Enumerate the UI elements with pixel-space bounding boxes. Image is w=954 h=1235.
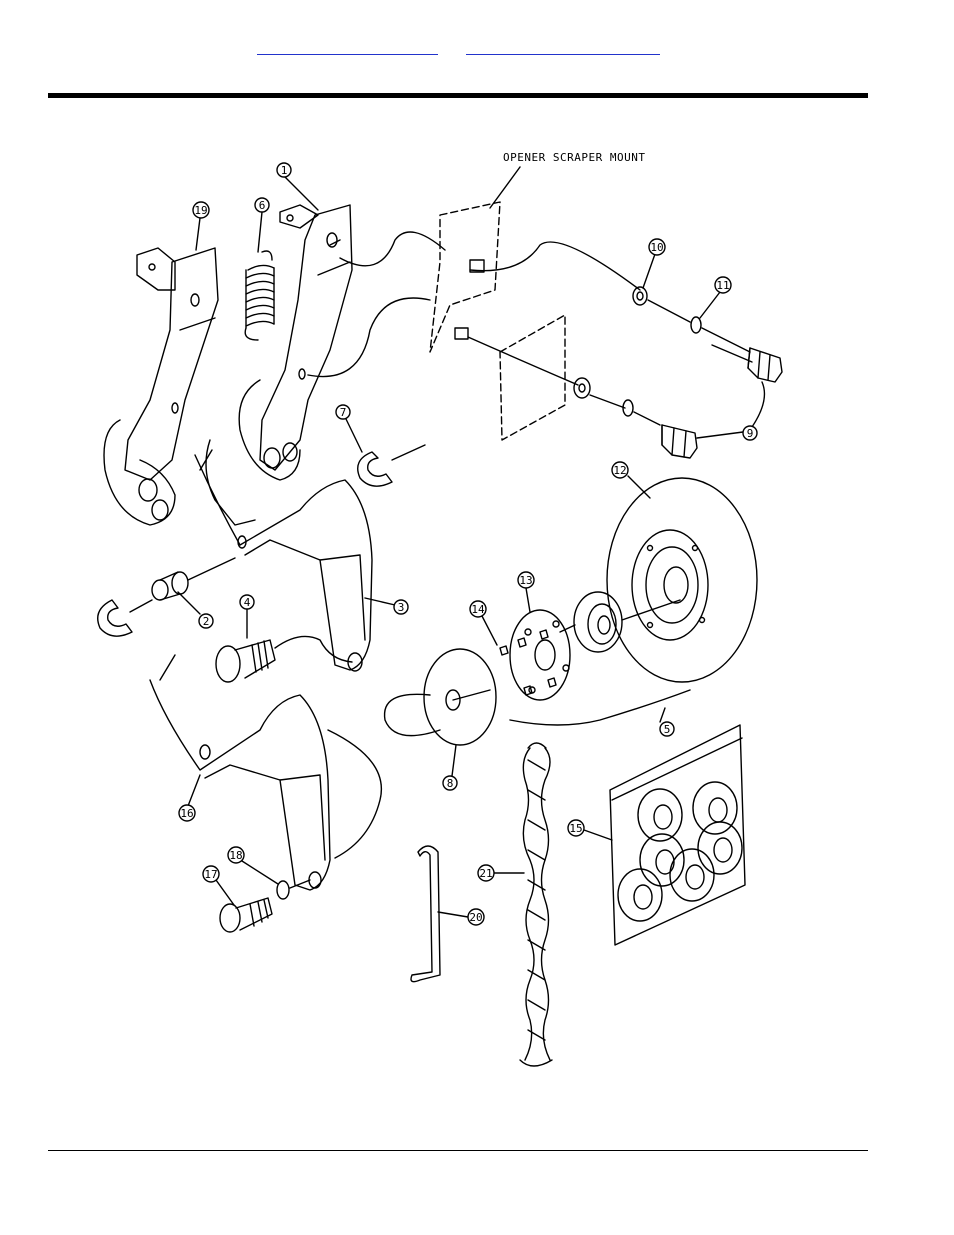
callout-19-label: 19	[194, 204, 207, 217]
part-16-scraper-blade	[150, 655, 381, 890]
part-8-plate	[385, 649, 496, 745]
part-10-washer-lower	[574, 378, 590, 398]
callout-15-label: 15	[569, 822, 582, 835]
scraper-mount-plates	[430, 202, 565, 440]
callout-21-label: 21	[479, 867, 492, 880]
callout-3-label: 3	[398, 601, 405, 614]
callout-2-label: 2	[203, 615, 210, 628]
part-13-hub	[510, 610, 570, 700]
callout-20-label: 20	[469, 911, 482, 924]
part-20-rod	[411, 846, 440, 982]
callout-18-label: 18	[229, 849, 242, 862]
footer-rule	[48, 1150, 868, 1151]
part-12-wheel	[607, 478, 757, 682]
callout-17-label: 17	[204, 868, 217, 881]
part-21-chain	[520, 743, 552, 1066]
callout-16-label: 16	[180, 807, 193, 820]
callout-7-label: 7	[340, 406, 347, 419]
callout-1-label: 1	[281, 164, 288, 177]
part-3-scraper-blade	[195, 450, 372, 671]
part-19-left-arm	[104, 248, 218, 525]
callout-10-label: 10	[650, 241, 663, 254]
part-6-spring	[245, 251, 274, 340]
callout-5-label: 5	[664, 723, 671, 736]
mount-label: OPENER SCRAPER MOUNT	[503, 151, 645, 164]
part-2-bushing	[152, 558, 235, 600]
callout-13-label: 13	[519, 574, 532, 587]
callout-4-label: 4	[244, 596, 251, 609]
callout-6-label: 6	[259, 199, 266, 212]
part-11-lockwasher	[691, 317, 701, 333]
bearing	[560, 592, 680, 652]
callout-8-label: 8	[447, 777, 454, 790]
callout-12-label: 12	[613, 464, 626, 477]
callout-14-label: 14	[471, 603, 485, 616]
callout-9-label: 9	[747, 427, 754, 440]
callout-11-label: 11	[716, 279, 729, 292]
part-7-clip	[358, 445, 425, 486]
part-2-clip	[98, 600, 152, 636]
part-1-main-arm	[206, 205, 352, 525]
part-18-lockwasher	[277, 880, 310, 899]
part-17-bolt	[220, 898, 272, 932]
part-9-bolt-lower	[662, 425, 697, 458]
part-15-bearing-bag	[610, 725, 745, 945]
